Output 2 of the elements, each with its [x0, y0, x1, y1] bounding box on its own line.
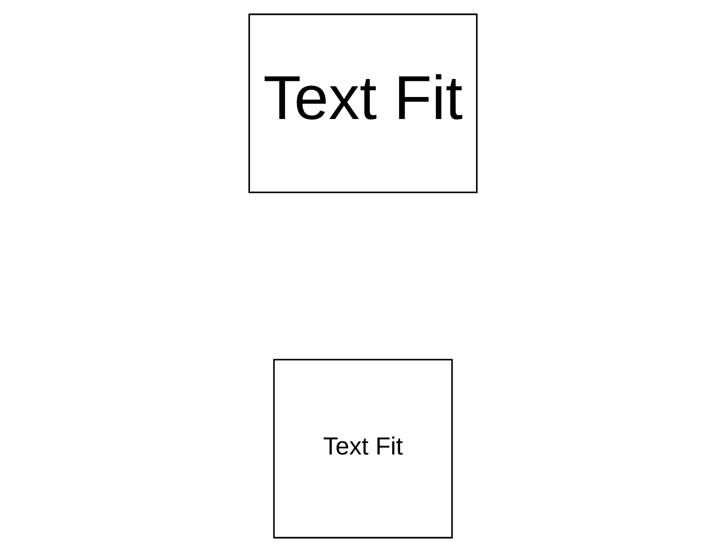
- node-box: Text Fit: [248, 14, 478, 194]
- node-box: Text Fit: [273, 358, 453, 538]
